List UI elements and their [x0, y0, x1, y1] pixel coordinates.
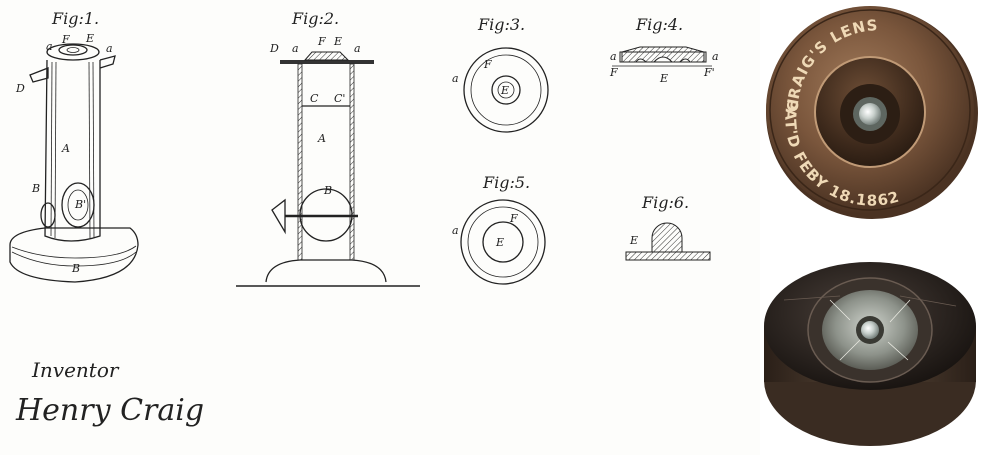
fig5-title: Fig:5. — [482, 173, 530, 192]
fig2-label-C: C — [310, 92, 319, 105]
patent-drawing: Fig:1. F E a a — [9, 9, 719, 428]
fig1-label-a-left: a — [46, 40, 53, 53]
fig1-title: Fig:1. — [51, 9, 99, 28]
fig1-label-D: D — [15, 82, 25, 95]
fig2-label-a-left: a — [292, 42, 299, 55]
figure-2: Fig:2. D a F E a C C' A B — [236, 9, 420, 287]
fig4-label-a-left: a — [610, 50, 617, 63]
fig1-label-a-right: a — [106, 42, 113, 55]
figure-4: Fig:4. a a F F' E — [609, 15, 719, 85]
fig3-label-a: a — [452, 72, 459, 85]
fig5-label-E: E — [495, 236, 504, 249]
fig6-title: Fig:6. — [641, 193, 689, 212]
fig4-title: Fig:4. — [635, 15, 683, 34]
fig1-label-B-base: B — [71, 262, 80, 275]
figure-6: Fig:6. E — [625, 193, 711, 261]
fig1-label-Bprime: B' — [74, 198, 86, 211]
inventor-heading: Inventor — [31, 358, 120, 382]
patent-drawing-plate: Fig:1. F E a a — [9, 9, 719, 428]
fig2-label-D: D — [269, 42, 279, 55]
fig2-label-B: B — [323, 184, 332, 197]
inventor-signature: Inventor Henry Craig — [15, 358, 204, 428]
fig3-title: Fig:3. — [477, 15, 525, 34]
fig4-label-Fprime: F' — [703, 66, 715, 79]
fig2-label-a-right: a — [354, 42, 361, 55]
figure-1: Fig:1. F E a a — [9, 9, 139, 283]
fig1-label-A: A — [61, 142, 70, 155]
fig1-label-B: B — [31, 182, 40, 195]
fig4-label-F: F — [609, 66, 618, 79]
inventor-name: Henry Craig — [15, 393, 204, 428]
fig5-label-F: F — [509, 212, 518, 225]
fig4-label-E: E — [659, 72, 668, 85]
fig1-label-E: E — [85, 32, 94, 45]
fig2-label-E: E — [333, 35, 342, 48]
fig1-label-F: F — [61, 33, 70, 46]
lens-photos-svg: CRAIG'S LENS PAT'D FEBY 18.1862 — [764, 6, 978, 446]
fig3-label-F: F — [483, 58, 492, 71]
fig2-label-Cprime: C' — [334, 92, 345, 105]
figure-5: Fig:5. F a E — [452, 173, 546, 285]
coin-front-photo: CRAIG'S LENS PAT'D FEBY 18.1862 — [766, 6, 978, 219]
figure-3: Fig:3. F a E — [452, 15, 549, 133]
fig2-label-A: A — [317, 132, 326, 145]
fig6-label-E: E — [629, 234, 638, 247]
fig5-label-a: a — [452, 224, 459, 237]
lens-back-photo — [764, 262, 976, 446]
fig2-title: Fig:2. — [291, 9, 339, 28]
fig4-label-a-right: a — [712, 50, 719, 63]
fig2-label-F: F — [317, 35, 326, 48]
lens-photographs: CRAIG'S LENS PAT'D FEBY 18.1862 — [760, 0, 1000, 455]
fig3-label-E: E — [500, 84, 509, 97]
